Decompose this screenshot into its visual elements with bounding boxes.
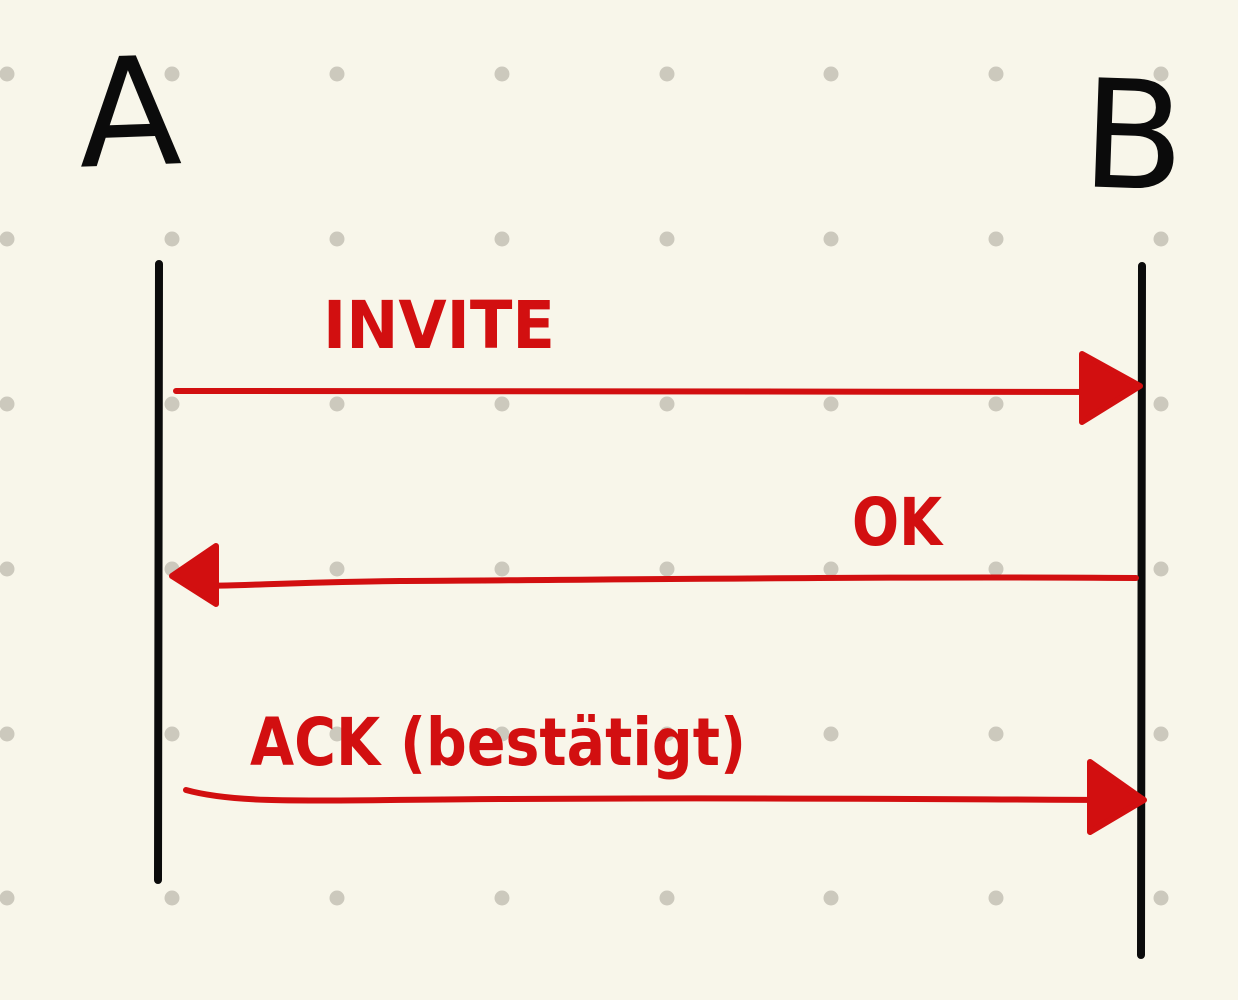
message-arrow-line-ok: [192, 574, 1139, 589]
grid-dot: [988, 890, 1004, 906]
participant-label-b: B: [1079, 48, 1188, 225]
grid-dot: [494, 231, 510, 247]
grid-dot: [659, 231, 675, 247]
grid-dot: [659, 890, 675, 906]
grid-dot: [988, 726, 1004, 742]
message-arrowhead-ack: [1087, 759, 1147, 835]
grid-dot: [0, 890, 15, 906]
grid-dot: [329, 396, 345, 412]
grid-dot: [164, 396, 180, 412]
grid-dot: [329, 66, 345, 82]
message-arrowhead-invite: [1079, 351, 1143, 425]
participant-label-a: A: [75, 25, 184, 202]
grid-dot: [1153, 231, 1169, 247]
message-label-invite: INVITE: [323, 287, 555, 364]
grid-dot: [494, 726, 510, 742]
lifeline-a: [154, 260, 163, 884]
lifeline-b: [1137, 262, 1146, 959]
grid-dot: [164, 66, 180, 82]
grid-dot: [329, 890, 345, 906]
grid-dot: [988, 396, 1004, 412]
grid-dot: [988, 231, 1004, 247]
grid-dot: [823, 726, 839, 742]
grid-dot: [494, 396, 510, 412]
message-label-ack: ACK (bestätigt): [250, 704, 746, 781]
message-ack: ACK (bestätigt): [183, 704, 1147, 835]
grid-dot: [164, 726, 180, 742]
grid-dot: [0, 66, 15, 82]
grid-dot: [659, 726, 675, 742]
grid-dot: [1153, 396, 1169, 412]
grid-dot: [1153, 561, 1169, 577]
grid-dot: [823, 890, 839, 906]
grid-dot: [659, 396, 675, 412]
grid-dot: [164, 231, 180, 247]
grid-dot: [164, 890, 180, 906]
grid-dot: [823, 66, 839, 82]
dot-grid: [0, 66, 1169, 906]
message-arrow-line-invite: [173, 388, 1123, 395]
grid-dot: [823, 231, 839, 247]
grid-dot: [0, 396, 15, 412]
grid-dot: [823, 396, 839, 412]
grid-dot: [823, 561, 839, 577]
grid-dot: [0, 561, 15, 577]
grid-dot: [988, 66, 1004, 82]
grid-dot: [1153, 890, 1169, 906]
grid-dot: [0, 726, 15, 742]
message-arrowhead-ok: [169, 543, 219, 607]
grid-dot: [329, 561, 345, 577]
message-ok: OK: [169, 484, 1139, 607]
grid-dot: [0, 231, 15, 247]
message-arrow-line-ack: [183, 787, 1128, 804]
message-invite: INVITE: [173, 287, 1143, 425]
grid-dot: [494, 561, 510, 577]
grid-dot: [659, 561, 675, 577]
grid-dot: [329, 231, 345, 247]
grid-dot: [1153, 66, 1169, 82]
grid-dot: [329, 726, 345, 742]
grid-dot: [659, 66, 675, 82]
grid-dot: [988, 561, 1004, 577]
grid-dot: [494, 890, 510, 906]
grid-dot: [1153, 726, 1169, 742]
grid-dot: [494, 66, 510, 82]
message-label-ok: OK: [852, 484, 944, 561]
